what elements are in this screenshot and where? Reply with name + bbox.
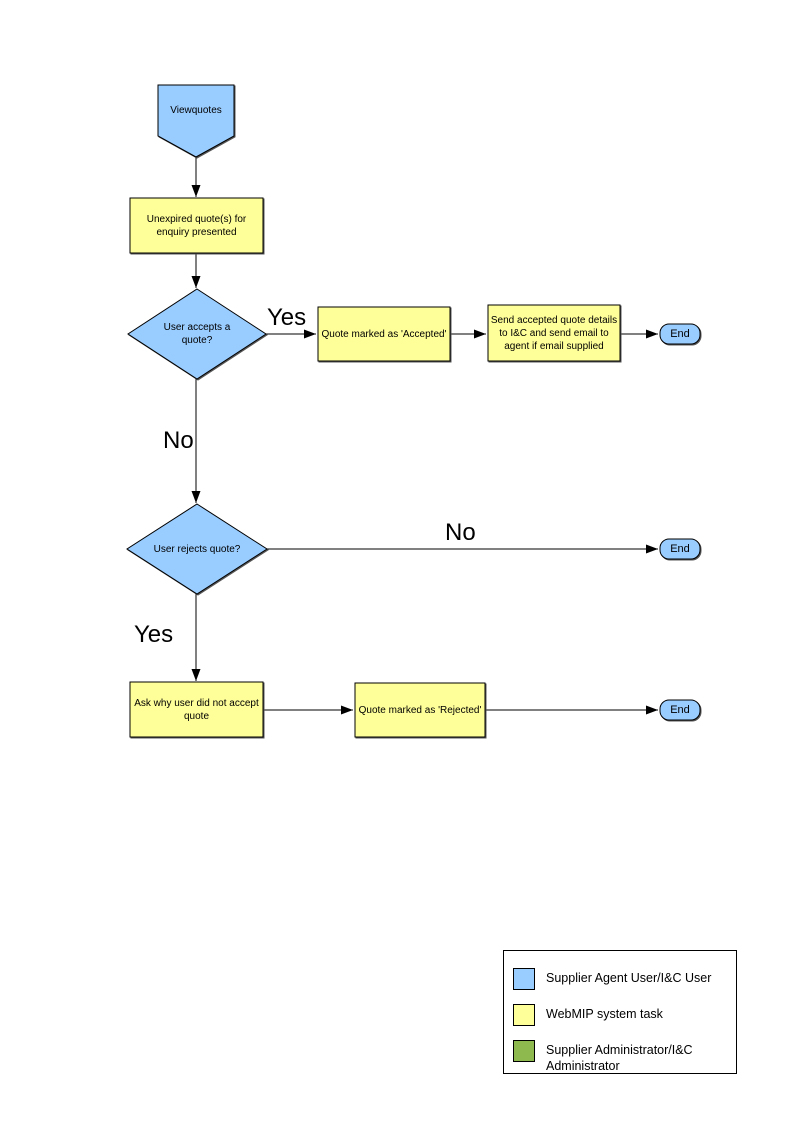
legend-box: Supplier Agent User/I&C User WebMIP syst…: [503, 950, 737, 1074]
present-quotes-label: Unexpired quote(s) for enquiry presented: [146, 213, 247, 238]
legend-swatch-yellow: [513, 1004, 535, 1026]
legend-item-supplier-administrator: Supplier Administrator/I&C Administrator: [504, 1039, 736, 1075]
accept-yes-edge-label: Yes: [267, 304, 307, 331]
present-quotes-box-shape: [129, 197, 264, 254]
end-accept-label: End: [670, 327, 690, 340]
send-details-box-shape: [487, 304, 621, 362]
accept-decision-label: User accepts a quote?: [163, 322, 231, 346]
legend-swatch-blue: [513, 968, 535, 990]
ask-why-label: Ask why user did not accept quote: [134, 697, 259, 722]
reject-yes-edge-label: Yes: [134, 621, 174, 648]
reject-decision-diamond-shape: [126, 503, 268, 595]
legend-item-supplier-agent-user: Supplier Agent User/I&C User: [504, 967, 736, 1003]
legend-label: Supplier Administrator/I&C Administrator: [546, 1043, 693, 1073]
legend-item-webmip-system-task: WebMIP system task: [504, 1003, 736, 1039]
send-details-label: Send accepted quote details to I&C and s…: [490, 314, 618, 352]
end-no-reject-label: End: [670, 542, 690, 555]
mark-rejected-label: Quote marked as 'Rejected': [358, 704, 482, 716]
reject-no-edge-label: No: [445, 519, 476, 546]
reject-decision-label: User rejects quote?: [153, 543, 241, 555]
accept-decision-diamond-shape: [127, 288, 267, 380]
legend-swatch-green: [513, 1040, 535, 1062]
start-node-label: Viewquotes: [170, 104, 222, 116]
mark-rejected-box-shape: [354, 682, 486, 738]
legend-label: WebMIP system task: [546, 1007, 663, 1021]
legend-label: Supplier Agent User/I&C User: [546, 971, 712, 985]
mark-accepted-label: Quote marked as 'Accepted': [321, 328, 447, 340]
end-accept-pill-shape: [659, 323, 701, 345]
mark-accepted-box-shape: [317, 306, 451, 362]
accept-no-edge-label: No: [163, 427, 194, 454]
start-pentagon-shape: [157, 84, 235, 158]
end-no-reject-pill-shape: [659, 538, 701, 560]
end-reject-label: End: [670, 703, 690, 716]
ask-why-box-shape: [129, 681, 264, 738]
end-reject-pill-shape: [659, 699, 701, 721]
